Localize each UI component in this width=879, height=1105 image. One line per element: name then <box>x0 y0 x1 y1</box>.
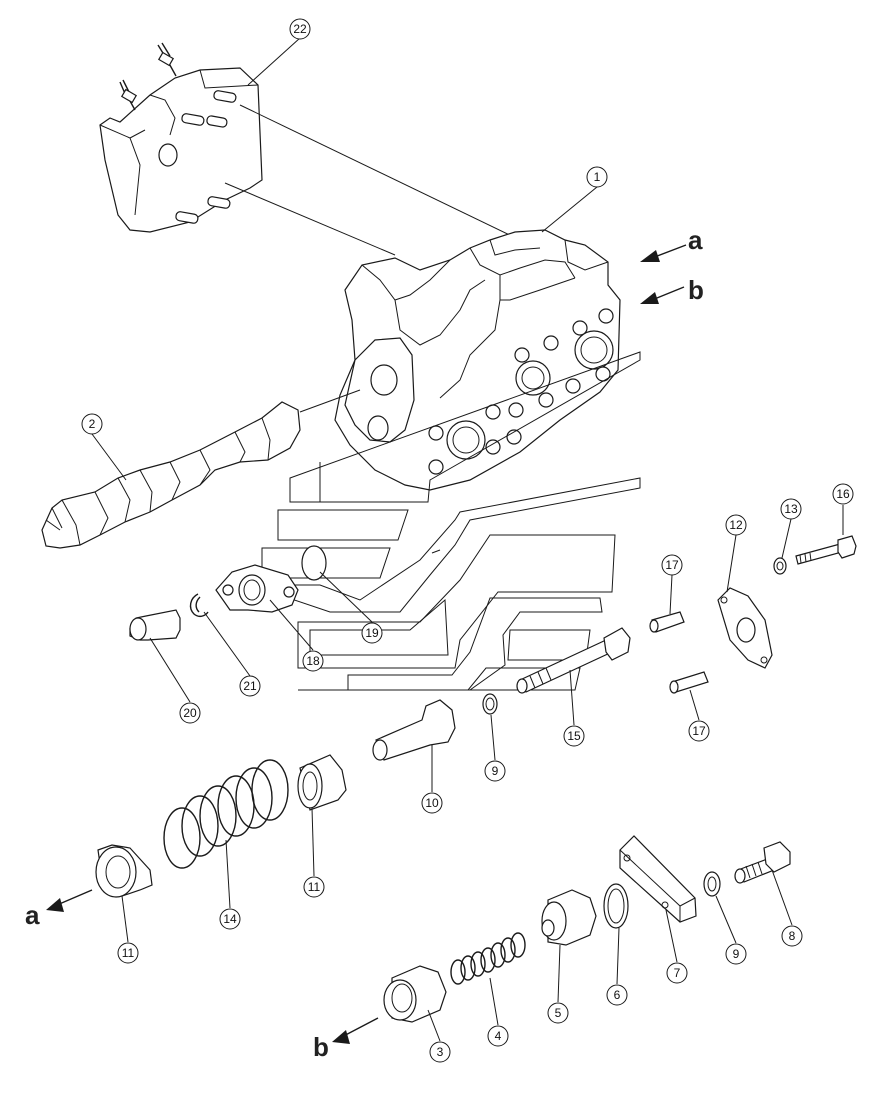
callout-14: 14 <box>219 908 241 930</box>
svg-text:4: 4 <box>495 1029 502 1043</box>
svg-text:21: 21 <box>243 679 257 693</box>
callout-4: 4 <box>487 1025 509 1047</box>
callout-17-lower: 17 <box>688 720 710 742</box>
part-18-flange <box>215 564 299 613</box>
callout-1: 1 <box>586 166 608 188</box>
flow-arrow-a-bottom <box>46 889 93 912</box>
part-15-bolt <box>516 627 631 694</box>
callout-21: 21 <box>239 675 261 697</box>
svg-text:9: 9 <box>733 947 740 961</box>
flow-label-a-top: a <box>688 225 703 255</box>
svg-text:18: 18 <box>306 654 320 668</box>
callout-19: 19 <box>361 622 383 644</box>
svg-text:3: 3 <box>437 1045 444 1059</box>
callout-11-lower: 11 <box>117 942 139 964</box>
callout-11-upper: 11 <box>303 876 325 898</box>
part-4-spring <box>450 932 526 985</box>
part-10-sleeve <box>372 699 456 761</box>
flow-label-b-bottom: b <box>313 1032 329 1062</box>
part-9-washer-upper <box>482 693 498 715</box>
callout-10: 10 <box>421 792 443 814</box>
flow-arrow-b-top <box>640 286 685 304</box>
svg-text:8: 8 <box>789 929 796 943</box>
callout-13: 13 <box>780 498 802 520</box>
callout-15: 15 <box>563 725 585 747</box>
svg-text:1: 1 <box>594 170 601 184</box>
flow-label-a-bottom: a <box>25 900 40 930</box>
part-3-plug <box>383 965 447 1023</box>
callout-6: 6 <box>606 984 628 1006</box>
part-22-cover <box>99 42 521 256</box>
svg-text:9: 9 <box>492 764 499 778</box>
part-16-bolt <box>795 535 857 565</box>
svg-text:20: 20 <box>183 706 197 720</box>
part-19-oring <box>301 545 327 581</box>
callout-8: 8 <box>781 925 803 947</box>
part-2-spool <box>41 401 301 549</box>
callout-12: 12 <box>725 514 747 536</box>
svg-text:7: 7 <box>674 966 681 980</box>
part-9-washer-lower <box>703 871 721 897</box>
svg-text:13: 13 <box>784 502 798 516</box>
callout-9-upper: 9 <box>484 760 506 782</box>
svg-text:16: 16 <box>836 487 850 501</box>
part-6-oring <box>603 883 629 929</box>
callout-17-upper: 17 <box>661 554 683 576</box>
part-5-piston <box>541 889 597 946</box>
flow-arrow-a-top <box>640 244 687 262</box>
flow-label-b-top: b <box>688 275 704 305</box>
part-7-block <box>619 835 697 923</box>
callout-16: 16 <box>832 483 854 505</box>
callout-3: 3 <box>429 1041 451 1063</box>
part-17-pin-lower <box>669 671 709 694</box>
part-12-cover-plate <box>717 587 773 669</box>
callout-9-lower: 9 <box>725 943 747 965</box>
part-17-pin-upper <box>649 611 685 633</box>
gasket-outline <box>249 351 641 691</box>
svg-text:12: 12 <box>729 518 743 532</box>
flow-arrow-b-bottom <box>332 1017 379 1044</box>
part-11-retainer-upper <box>297 754 347 811</box>
callout-18: 18 <box>302 650 324 672</box>
svg-text:11: 11 <box>308 880 321 894</box>
callout-7: 7 <box>666 962 688 984</box>
svg-text:11: 11 <box>122 946 135 960</box>
svg-text:10: 10 <box>425 796 439 810</box>
svg-text:17: 17 <box>665 558 679 572</box>
part-21-snap-ring <box>189 593 209 618</box>
svg-text:5: 5 <box>555 1006 562 1020</box>
callout-5: 5 <box>547 1002 569 1024</box>
callout-22: 22 <box>289 18 311 40</box>
leader-lines <box>91 37 844 1042</box>
part-20-plug <box>129 609 181 641</box>
part-14-spring <box>163 759 289 869</box>
callout-20: 20 <box>179 702 201 724</box>
part-11-retainer-lower <box>95 844 153 898</box>
svg-text:22: 22 <box>293 22 307 36</box>
part-13-lock-washer <box>773 557 787 575</box>
part-1-valve-body <box>299 229 621 491</box>
svg-text:19: 19 <box>365 626 379 640</box>
callout-2: 2 <box>81 413 103 435</box>
svg-text:2: 2 <box>89 417 96 431</box>
svg-text:14: 14 <box>223 912 237 926</box>
svg-text:15: 15 <box>567 729 581 743</box>
svg-text:17: 17 <box>692 724 706 738</box>
part-8-plug <box>734 841 791 884</box>
svg-text:6: 6 <box>614 988 621 1002</box>
